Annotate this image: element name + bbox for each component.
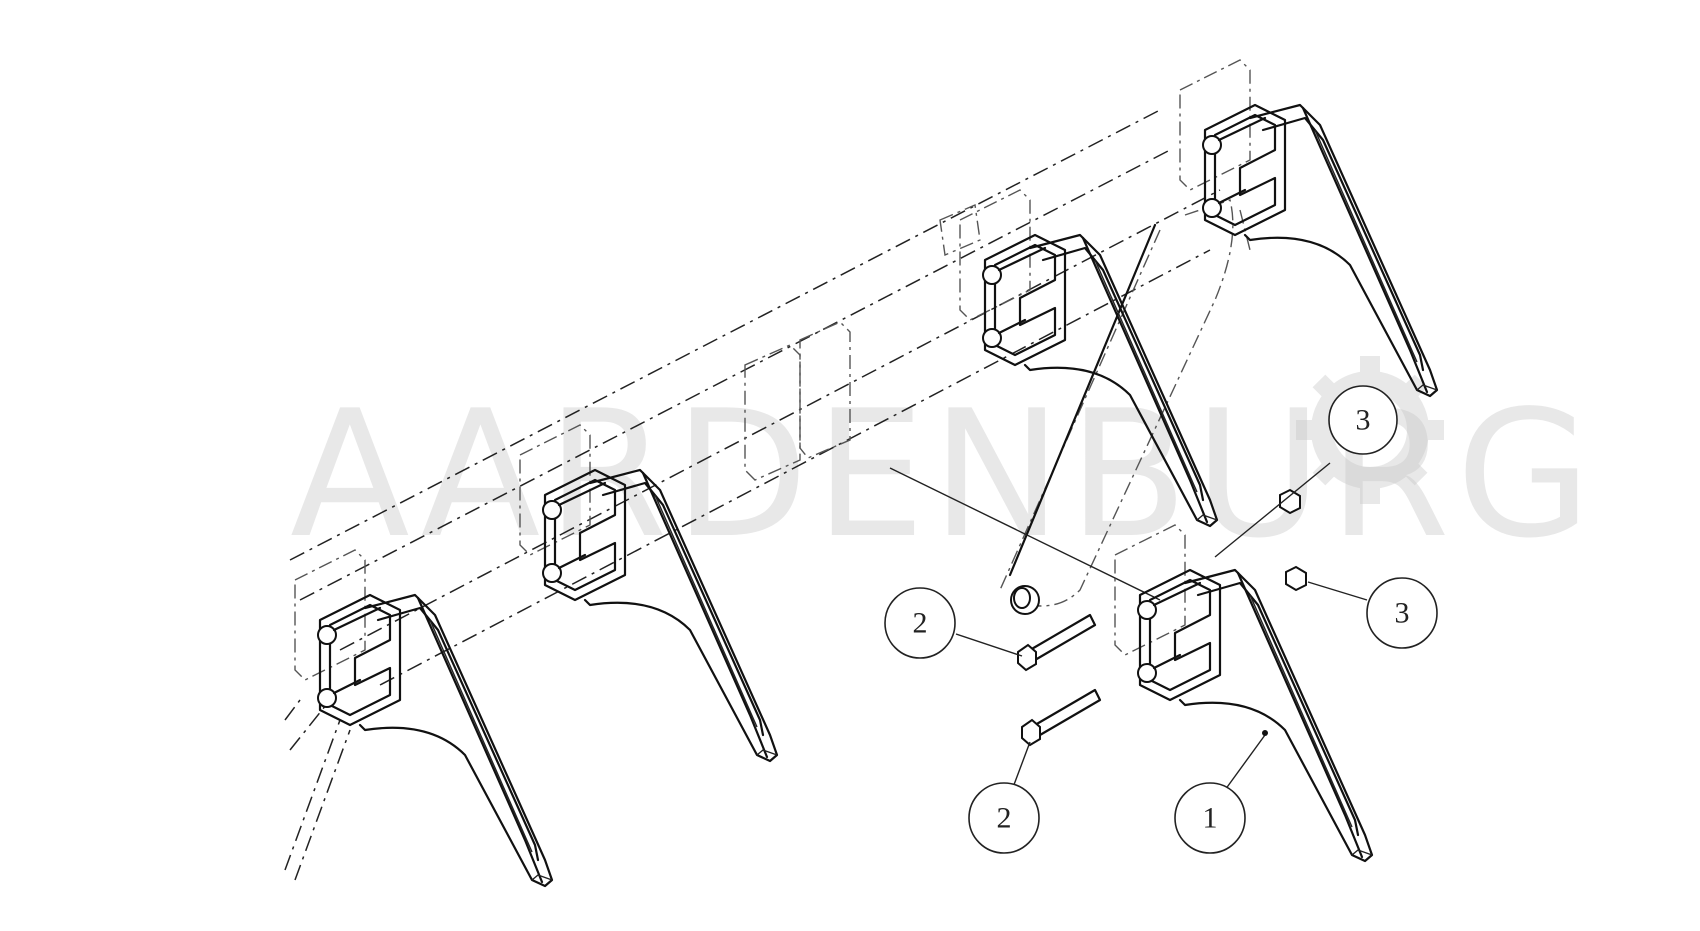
shank-4 [1178, 58, 1439, 398]
callout-1: 1 [1174, 782, 1246, 854]
callout-label: 3 [1395, 597, 1410, 630]
callout-label: 3 [1356, 404, 1371, 437]
callout-circle [884, 587, 956, 659]
nut-part-3-lower [1285, 565, 1307, 592]
shank-1 [293, 548, 554, 888]
nut-part-3-upper [1279, 488, 1301, 515]
callout-3-right: 3 [1366, 577, 1438, 649]
callout-label: 2 [997, 802, 1012, 835]
leader-lines [955, 462, 1368, 791]
frame-bar-outline [284, 109, 1221, 881]
callout-label: 2 [913, 607, 928, 640]
callout-circle [1328, 385, 1398, 455]
callout-2-upper: 2 [884, 587, 956, 659]
gear-icon [1296, 356, 1444, 504]
callout-label: 1 [1203, 802, 1218, 835]
bolt-part-2-lower [1021, 688, 1102, 747]
callout-circle [968, 782, 1040, 854]
callout-circle [1366, 577, 1438, 649]
exploded-parts [889, 467, 1374, 863]
bolt-part-2-upper [1017, 613, 1097, 672]
watermark: AARDENBURG [290, 356, 1591, 577]
callout-3-top: 3 [1328, 385, 1398, 455]
callout-2-lower: 2 [968, 782, 1040, 854]
callout-circle [1174, 782, 1246, 854]
